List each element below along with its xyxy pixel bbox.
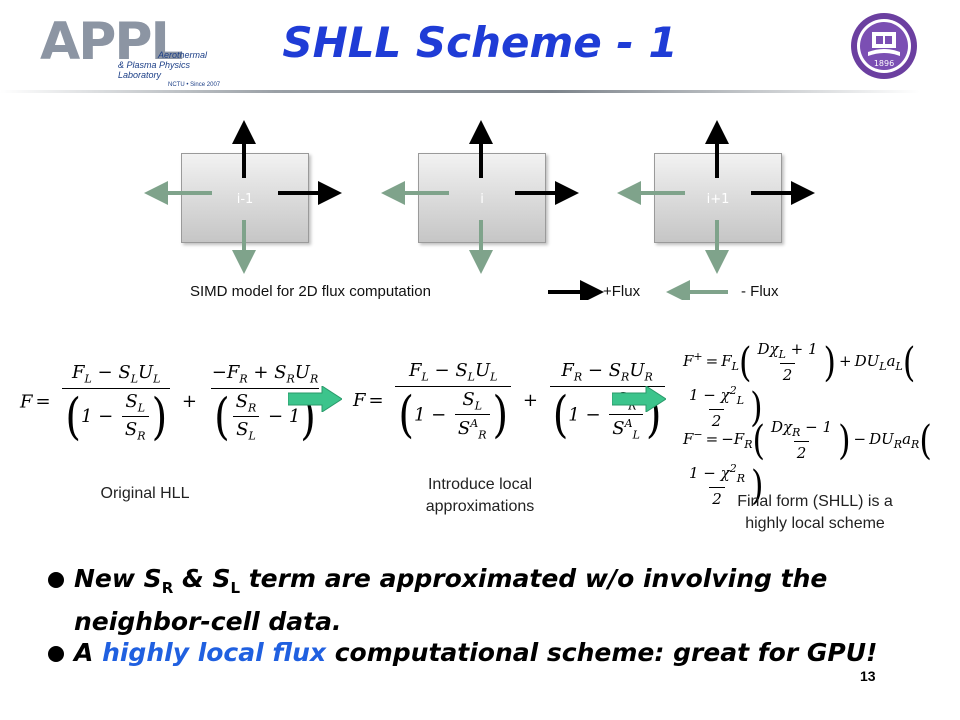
caption-local-approximations: Introduce local approximations: [380, 474, 580, 518]
logo-subtitle: Aerothermal & Plasma Physics Laboratory …: [118, 50, 230, 90]
logo-line-3: NCTU • Since 2007: [168, 82, 221, 88]
transition-arrow-icon: [288, 386, 342, 412]
bullet-1: New SR & SL term are approximated w/o in…: [48, 562, 938, 639]
cell-label: i+1: [706, 192, 730, 207]
bullet-2: A highly local flux computational scheme…: [48, 636, 938, 670]
flux-arrows: [144, 120, 815, 300]
appl-logo: APPL Aerothermal & Plasma Physics Labora…: [40, 12, 230, 88]
caption-original-hll: Original HLL: [100, 485, 190, 502]
university-seal-icon: 1896: [851, 13, 917, 79]
caption-final-form: Final form (SHLL) is a highly local sche…: [690, 491, 940, 535]
bullet-dot: [48, 646, 64, 662]
cell-i-plus-1-arrows: [617, 120, 815, 274]
page-number: 13: [860, 668, 876, 684]
cell-label: i: [480, 192, 484, 207]
cell-i-arrows: [381, 120, 579, 274]
transition-arrow-icon: [612, 386, 666, 412]
logo-line-1: Aerothermal: [158, 50, 208, 60]
logo-line-2: & Plasma Physics Laboratory: [118, 60, 191, 80]
bullet-2-text: A highly local flux computational scheme…: [74, 638, 878, 667]
header-divider: [0, 90, 920, 93]
highlight-text: highly local flux: [102, 638, 327, 667]
caption-local-line-2: approximations: [425, 498, 535, 515]
bullet-1-text: New SR & SL term are approximated w/o in…: [74, 564, 828, 636]
legend-plus-flux-label: +Flux: [603, 283, 641, 300]
bullet-dot: [48, 572, 64, 588]
diagram-caption: SIMD model for 2D flux computation: [190, 283, 431, 300]
caption-final-line-2: highly local scheme: [745, 515, 885, 532]
seal-year: 1896: [874, 59, 894, 68]
legend-minus-flux-label: - Flux: [741, 283, 779, 300]
cell-i-minus-1-arrows: [144, 120, 342, 274]
caption-local-line-1: Introduce local: [427, 476, 533, 493]
logo-letters: APPL: [40, 12, 184, 72]
caption-final-line-1: Final form (SHLL) is a: [737, 493, 893, 510]
slide-title: SHLL Scheme - 1: [282, 18, 678, 67]
cell-label: i-1: [236, 192, 254, 207]
